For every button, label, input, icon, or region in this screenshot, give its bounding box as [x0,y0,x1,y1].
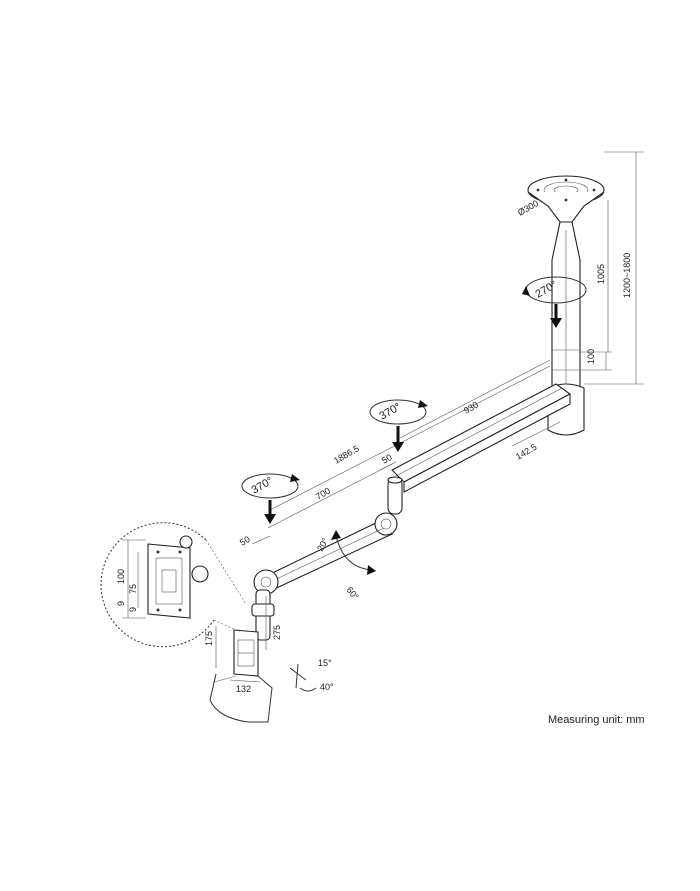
label-detail-75: 75 [128,584,138,594]
label-1886: 1886.5 [332,443,361,465]
rotation-left [241,473,300,524]
label-132: 132 [236,684,251,694]
dimension-lines [122,151,644,683]
vesa-plate [233,629,259,677]
label-detail-100: 100 [116,569,126,584]
label-275: 275 [272,625,282,640]
monitor-outline [209,673,273,723]
ceiling-plate [527,175,605,223]
main-arm [391,383,572,493]
rotation-top [522,276,587,328]
label-diameter: Ø300 [516,198,540,218]
label-rot-middle: 370° [378,401,404,423]
label-pole-100: 100 [586,349,596,364]
label-142: 142.5 [514,442,539,462]
label-tilt-15: 15° [318,658,332,668]
front-joint [251,569,279,641]
rotation-middle [369,399,428,452]
tilt-arc [331,530,376,575]
label-175: 175 [204,631,214,646]
label-rot-left: 370° [250,475,276,497]
detail-callout [100,522,247,648]
label-tilt-40: 40° [320,682,334,692]
label-700: 700 [314,486,332,502]
label-detail-9a: 9 [116,601,126,606]
label-1005: 1005 [596,264,606,284]
middle-joint [261,476,403,593]
label-detail-9b: 9 [128,607,138,612]
swivel-icon [289,663,317,692]
label-50-mid: 50 [380,452,394,466]
label-tilt-60: 60° [344,585,361,602]
label-50-left: 50 [238,534,252,548]
label-930: 930 [462,400,480,416]
label-height-range: 1200~1800 [622,253,632,298]
measuring-unit-note: Measuring unit: mm [548,714,645,726]
